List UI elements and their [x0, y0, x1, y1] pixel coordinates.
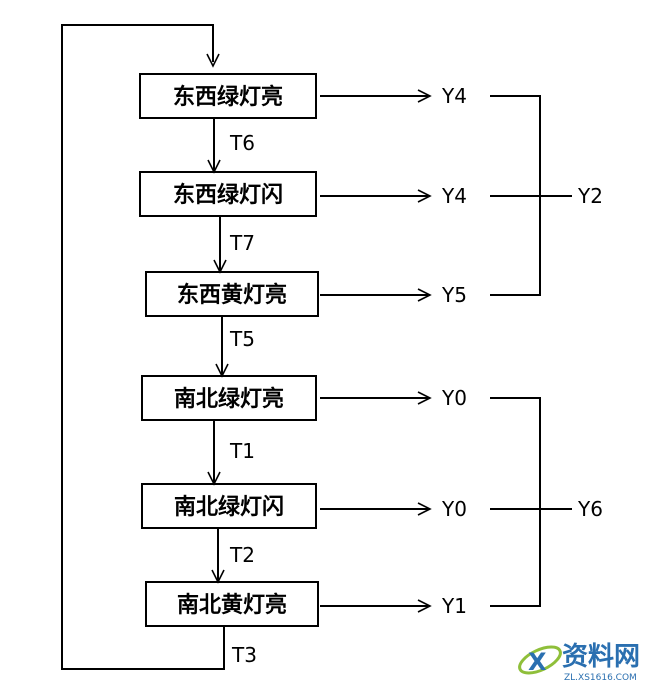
output-arrowhead-1	[417, 89, 432, 103]
watermark-url: ZL.XS1616.COM	[564, 673, 637, 683]
timer-label-4: T1	[229, 439, 255, 463]
watermark-text: 资料网	[562, 642, 640, 672]
output-label-6: Y1	[441, 594, 467, 618]
group-label-1: Y2	[577, 184, 603, 208]
state-label-3: 东西黄灯亮	[177, 282, 287, 308]
transition-arrowhead-5	[211, 569, 225, 584]
state-label-4: 南北绿灯亮	[174, 386, 284, 412]
state-box-6: 南北黄灯亮	[145, 581, 319, 627]
state-box-3: 东西黄灯亮	[145, 271, 319, 317]
state-label-5: 南北绿灯闪	[174, 494, 284, 520]
state-box-1: 东西绿灯亮	[139, 73, 317, 119]
output-arrowhead-4	[417, 391, 432, 405]
state-box-2: 东西绿灯闪	[139, 171, 317, 217]
timer-label-3: T5	[229, 327, 255, 351]
state-box-4: 南北绿灯亮	[141, 375, 317, 421]
watermark-x-icon: X	[528, 648, 547, 676]
transition-arrowhead-1	[207, 159, 221, 174]
watermark-swoosh-icon	[518, 645, 562, 675]
timer-label-1: T6	[229, 131, 255, 155]
group-label-2: Y6	[577, 497, 603, 521]
output-label-3: Y5	[441, 283, 467, 307]
output-arrowhead-2	[417, 189, 432, 203]
loop-line	[61, 24, 225, 670]
transition-arrowhead-4	[207, 471, 221, 486]
timer-label-2: T7	[229, 231, 255, 255]
timer-label-6: T3	[231, 643, 257, 667]
output-label-1: Y4	[441, 84, 467, 108]
state-label-1: 东西绿灯亮	[173, 84, 283, 110]
state-box-5: 南北绿灯闪	[141, 483, 317, 529]
transition-arrowhead-3	[215, 363, 229, 378]
group-bracket-2	[490, 397, 541, 607]
timer-label-5: T2	[229, 543, 255, 567]
state-label-6: 南北黄灯亮	[177, 592, 287, 618]
output-label-5: Y0	[441, 497, 467, 521]
transition-arrowhead-2	[213, 259, 227, 274]
output-arrowhead-5	[417, 502, 432, 516]
output-arrowhead-6	[417, 599, 432, 613]
watermark-logo: X 资料网 ZL.XS1616.COM	[518, 642, 640, 683]
output-arrowhead-3	[417, 288, 432, 302]
output-label-4: Y0	[441, 386, 467, 410]
loop-arrowhead	[206, 53, 220, 68]
state-label-2: 东西绿灯闪	[173, 182, 283, 208]
output-label-2: Y4	[441, 184, 467, 208]
